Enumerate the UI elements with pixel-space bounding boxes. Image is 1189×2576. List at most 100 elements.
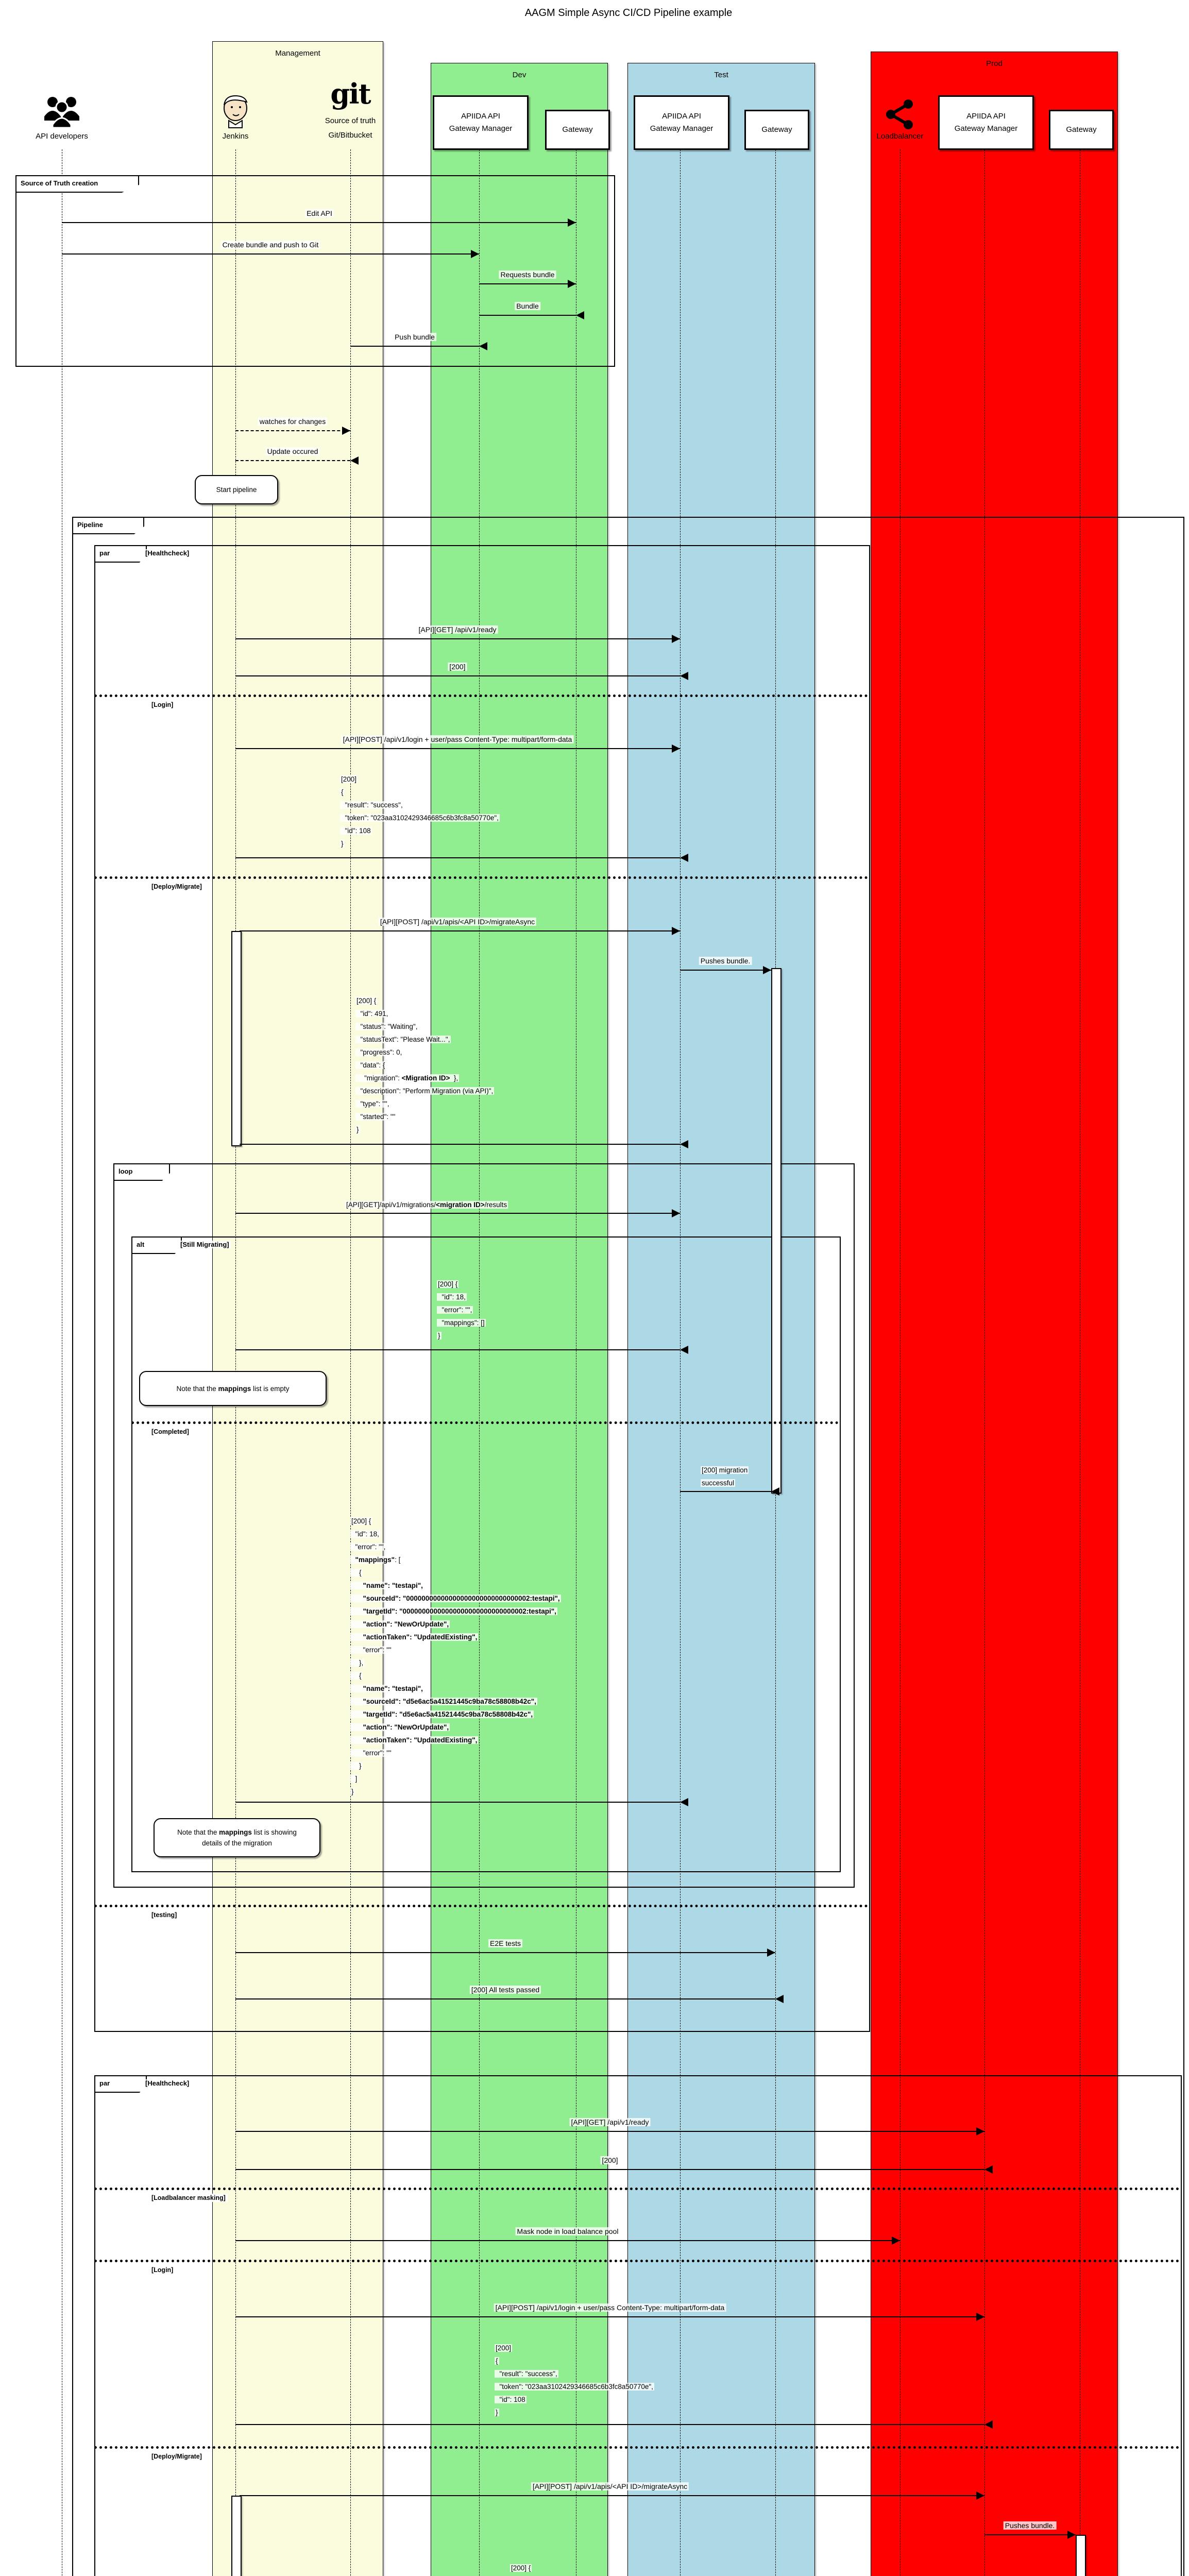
arrowhead-icon — [568, 218, 576, 227]
separator-label: [Loadbalancer masking] — [149, 2194, 228, 2202]
arrowhead-icon — [672, 744, 680, 753]
jenkins-activation-test-deploy — [231, 931, 242, 1146]
separator-line — [94, 2446, 1180, 2449]
message-label: Bundle — [515, 302, 540, 310]
lifeline-dev-gateway-manager — [479, 149, 480, 2576]
message-label: Create bundle and push to Git — [220, 241, 320, 249]
message-label: Pushes bundle. — [1003, 2521, 1057, 2530]
frame-tab-label: Source of Truth creation — [15, 175, 139, 193]
arrowhead-icon — [342, 427, 350, 435]
message-line — [235, 748, 680, 749]
message-line — [240, 1144, 680, 1145]
region-prod: Prod — [871, 52, 1118, 2576]
message-label: [API][GET] /api/v1/ready — [569, 2118, 651, 2126]
region-test: Test — [627, 63, 815, 2576]
message-line — [235, 1952, 775, 1953]
message-line — [235, 1349, 680, 1350]
arrowhead-icon — [672, 635, 680, 643]
message-line — [62, 253, 479, 255]
separator-label: [Deploy/Migrate] — [149, 883, 204, 891]
message-line — [235, 2169, 984, 2170]
message-label: Pushes bundle. — [699, 957, 752, 965]
separator-label: [Login] — [149, 701, 176, 709]
message-line — [479, 315, 576, 316]
prod-gateway-activation — [1076, 2535, 1086, 2576]
start-pipeline-note: Start pipeline — [195, 475, 278, 504]
frame-guard-label: [Healthcheck] — [144, 2079, 191, 2087]
frame-tab-label: par — [94, 2075, 147, 2093]
participant-git-label: Git/Bitbucket — [328, 131, 372, 140]
message-label: Update occured — [265, 447, 320, 455]
frame-tab-label: alt — [131, 1236, 182, 1254]
separator-line — [94, 1905, 868, 1907]
arrowhead-icon — [775, 1995, 784, 2003]
separator-label: [Deploy/Migrate] — [149, 2452, 204, 2461]
lifeline-prod-gateway-manager — [984, 149, 985, 2576]
message-line — [235, 857, 680, 858]
participant-jenkins-label: Jenkins — [222, 132, 249, 141]
arrowhead-icon — [680, 1798, 688, 1806]
lifeline-jenkins — [235, 149, 236, 2576]
message-line — [350, 346, 479, 347]
message-line — [235, 1998, 775, 1999]
arrowhead-icon — [984, 2165, 993, 2174]
arrowhead-icon — [680, 1140, 688, 1148]
frame-par: par[Healthcheck] — [94, 2075, 1182, 2576]
separator-line — [94, 2188, 1180, 2190]
message-line — [235, 675, 680, 676]
arrowhead-icon — [976, 2127, 984, 2136]
message-label-block: [200]{ "result": "success", "token": "02… — [340, 775, 500, 848]
message-label: watches for changes — [258, 417, 328, 426]
mappings-note: Note that the mappings list is empty — [139, 1371, 327, 1406]
message-label: [API][POST] /api/v1/apis/<API ID>/migrat… — [531, 2482, 689, 2490]
arrowhead-icon — [672, 1209, 680, 1217]
arrowhead-icon — [576, 311, 584, 319]
region-prod-label: Prod — [986, 59, 1003, 68]
arrowhead-icon — [1067, 2531, 1076, 2539]
separator-label: [testing] — [149, 1911, 179, 1919]
separator-label: [Completed] — [149, 1428, 191, 1436]
frame-guard-label: [Healthcheck] — [144, 549, 191, 557]
separator-line — [94, 876, 868, 879]
arrowhead-icon — [771, 1487, 779, 1496]
arrowhead-icon — [350, 456, 359, 465]
message-line — [240, 2495, 984, 2496]
arrowhead-icon — [984, 2420, 993, 2429]
lifeline-git — [350, 149, 351, 2576]
frame-tab-label: Pipeline — [72, 517, 144, 534]
arrowhead-icon — [672, 927, 680, 935]
share-icon — [886, 99, 913, 129]
frame-tab-label: loop — [113, 1163, 170, 1181]
arrowhead-icon — [680, 1346, 688, 1354]
message-label-block: [200] { "id": 491, "status": "Waiting", … — [355, 997, 495, 1133]
participant-dev-gateway-manager: APIIDA API Gateway Manager — [433, 95, 529, 150]
git-logo: git — [330, 77, 371, 110]
participant-test-gateway: Gateway — [744, 110, 809, 150]
frame-source-of-truth-creation: Source of Truth creation — [15, 175, 615, 367]
message-line — [235, 2424, 984, 2425]
arrowhead-icon — [680, 854, 688, 862]
region-test-label: Test — [714, 71, 728, 79]
participant-api-developers-label: API developers — [36, 132, 88, 141]
separator-label: [Login] — [149, 2266, 176, 2274]
message-line — [235, 2240, 900, 2241]
message-label: Mask node in load balance pool — [515, 2227, 620, 2235]
message-label: [API][POST] /api/v1/apis/<API ID>/migrat… — [378, 918, 537, 926]
message-label: [200] — [600, 2156, 620, 2164]
message-line — [235, 1802, 680, 1803]
message-line — [235, 638, 680, 639]
message-line — [62, 222, 576, 223]
participant-git-subtitle: Source of truth — [325, 116, 376, 125]
message-label-block: [200] { "id": 491, "status": "Waiting", … — [510, 2564, 532, 2572]
frame-pipeline: Pipeline — [72, 517, 1184, 2576]
test-gateway-activation — [771, 968, 782, 1494]
people-icon — [44, 97, 79, 128]
message-line — [240, 930, 680, 931]
message-label: [200] — [448, 663, 467, 671]
lifeline-loadbalancer — [900, 149, 901, 2576]
arrowhead-icon — [479, 342, 487, 350]
message-line — [984, 2534, 1076, 2535]
frame-par: par[Healthcheck] — [94, 545, 870, 2032]
